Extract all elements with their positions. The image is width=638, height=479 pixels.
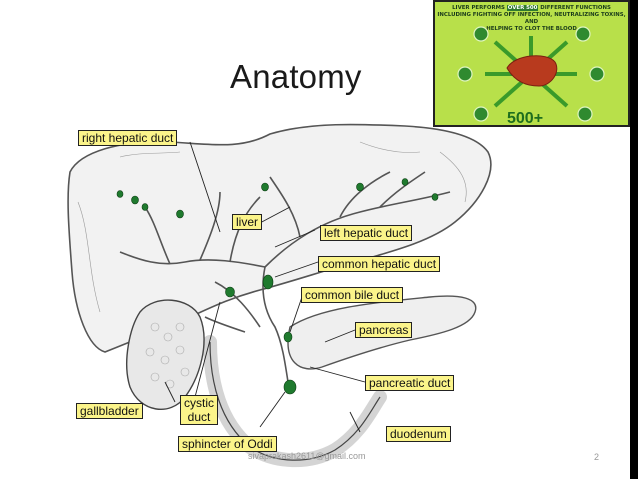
inset-line3: HELPING TO CLOT THE BLOOD: [486, 26, 577, 32]
label-left-hepatic-duct: left hepatic duct: [320, 225, 413, 241]
label-pancreas: pancreas: [355, 322, 413, 338]
label-duodenum: duodenum: [386, 426, 451, 442]
label-liver: liver: [232, 214, 263, 230]
liver-functions-inset: LIVER PERFORMS OVER 500 DIFFERENT FUNCTI…: [433, 0, 630, 127]
slide-title: Anatomy: [230, 58, 362, 95]
label-sphincter-of-oddi: sphincter of Oddi: [178, 436, 277, 452]
liver-shading: [77, 141, 467, 313]
label-right-hepatic-duct: right hepatic duct: [78, 130, 178, 146]
inset-line1-pre: LIVER PERFORMS: [452, 5, 507, 11]
inset-line2: INCLUDING FIGHTING OFF INFECTION, NEUTRA…: [437, 12, 626, 25]
label-common-bile-duct: common bile duct: [301, 287, 404, 303]
inset-caption: LIVER PERFORMS OVER 500 DIFFERENT FUNCTI…: [435, 5, 628, 33]
gallbladder-texture: [145, 322, 190, 389]
label-common-hepatic-duct: common hepatic duct: [318, 256, 441, 272]
liver-outline: [67, 123, 492, 353]
gear-icons: [457, 26, 605, 122]
label-gallbladder: gallbladder: [76, 403, 143, 419]
right-edge-bar: [630, 0, 638, 479]
gallbladder-shape: [126, 299, 205, 411]
label-pancreatic-duct: pancreatic duct: [365, 375, 455, 391]
label-cystic-duct-line1: cystic: [184, 396, 214, 410]
label-cystic-duct-line2: duct: [187, 410, 211, 424]
leader-lines: [164, 141, 366, 433]
inset-line1-post: DIFFERENT FUNCTIONS: [538, 5, 611, 11]
inset-graphic: [457, 26, 605, 122]
inset-line1-highlight: OVER 500: [506, 5, 539, 11]
footer-email: sivaprakash2611@gmail.com: [248, 451, 366, 461]
functions-count: 500+: [507, 110, 544, 127]
liver-icon: [506, 55, 558, 87]
duct-nodes: [116, 178, 439, 395]
label-cystic-duct: cystic duct: [180, 395, 218, 425]
page-number: 2: [594, 452, 600, 462]
bile-duct-tree: [119, 171, 451, 383]
